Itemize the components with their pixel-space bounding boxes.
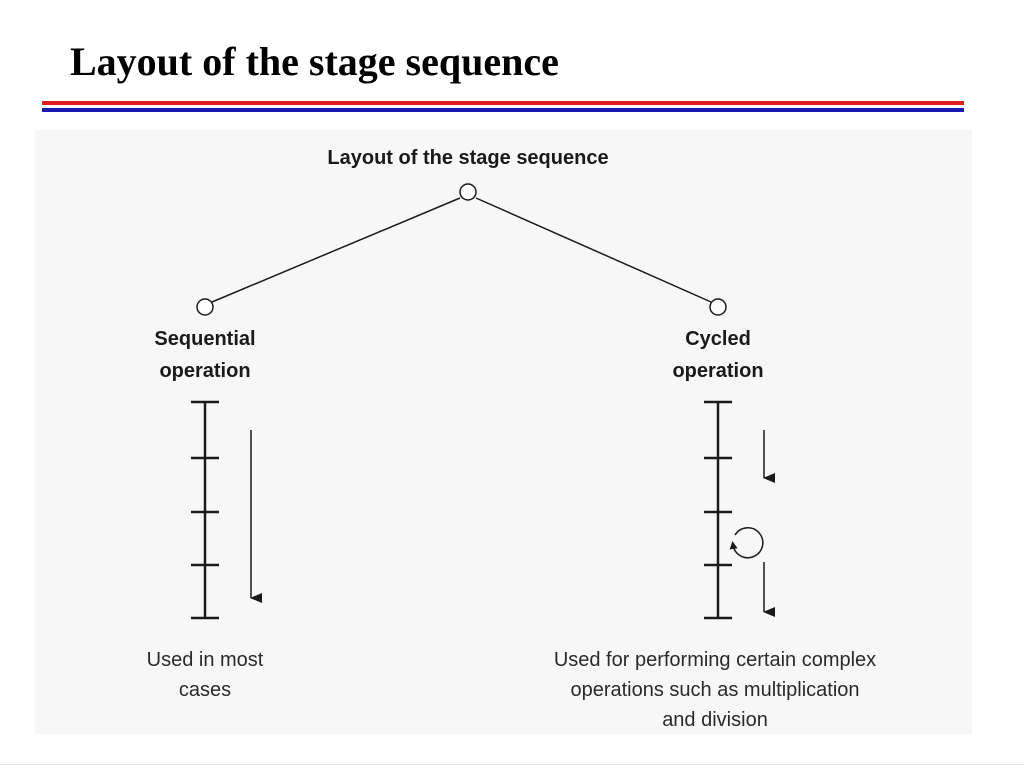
stage-sequence-diagram	[191, 183, 775, 620]
cycled-node	[709, 298, 727, 316]
cycled-operation-label: Cycled operation	[628, 323, 808, 387]
diagram-title: Layout of the stage sequence	[327, 147, 609, 169]
caption-line: Used for performing certain complex	[553, 649, 877, 671]
caption-line: cases	[178, 679, 232, 701]
label-line: Sequential	[154, 328, 256, 350]
label-line: operation	[672, 360, 764, 382]
sequential-stage-ladder	[191, 400, 219, 620]
bottom-divider	[0, 764, 1024, 765]
caption-line: operations such as multiplication	[570, 679, 860, 701]
connector-right	[475, 197, 712, 303]
page-title: Layout of the stage sequence	[70, 39, 559, 84]
cycled-caption: Used for performing certain complex oper…	[475, 645, 955, 735]
sequential-caption: Used in most cases	[115, 645, 295, 705]
sequential-operation-label: Sequential operation	[115, 323, 295, 387]
label-line: Cycled	[685, 328, 751, 350]
title-rule-red	[42, 101, 964, 105]
cycle-loop-arrow	[729, 527, 764, 559]
cycled-stage-ladder	[704, 400, 732, 620]
root-node	[459, 183, 477, 201]
caption-line: Used in most	[146, 649, 264, 671]
diagram-figure: Layout of the stage sequence Sequential …	[35, 130, 972, 734]
caption-line: and division	[662, 709, 768, 731]
connector-left	[211, 197, 461, 303]
title-rule-blue	[42, 108, 964, 112]
sequential-node	[196, 298, 214, 316]
label-line: operation	[159, 360, 251, 382]
